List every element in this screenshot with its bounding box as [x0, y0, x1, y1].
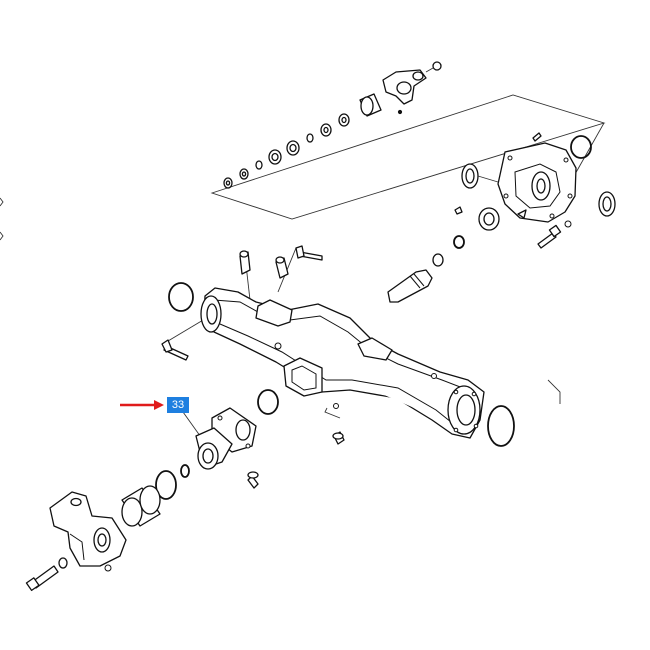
housing-left-o-ring	[168, 282, 194, 312]
differential-carrier-group	[387, 122, 616, 303]
lower-o-ring	[155, 470, 177, 500]
part-33-axle-support[interactable]	[182, 407, 257, 470]
callout-number-label[interactable]: 33	[171, 399, 185, 411]
housing-right-o-ring	[487, 405, 515, 447]
shaft-washer-stack	[223, 113, 350, 189]
pinion-shaft	[387, 269, 433, 303]
upper-shaft-group	[210, 61, 606, 220]
callout-highlight	[167, 397, 189, 413]
lower-left-group	[25, 464, 259, 592]
housing-stud-right	[275, 256, 289, 279]
carrier-o-ring	[570, 135, 592, 159]
yoke-part	[382, 61, 442, 115]
edge-marks	[0, 197, 4, 241]
small-o-ring	[180, 464, 190, 478]
housing-stud-left	[239, 250, 251, 275]
mounting-bracket	[49, 491, 127, 567]
arrow-head	[154, 400, 164, 410]
callout-33[interactable]	[120, 397, 189, 413]
axle-housing-group	[161, 245, 561, 447]
bearing-sleeve-part	[359, 93, 382, 117]
carrier-bolt	[537, 232, 557, 249]
center-o-ring	[257, 389, 279, 415]
